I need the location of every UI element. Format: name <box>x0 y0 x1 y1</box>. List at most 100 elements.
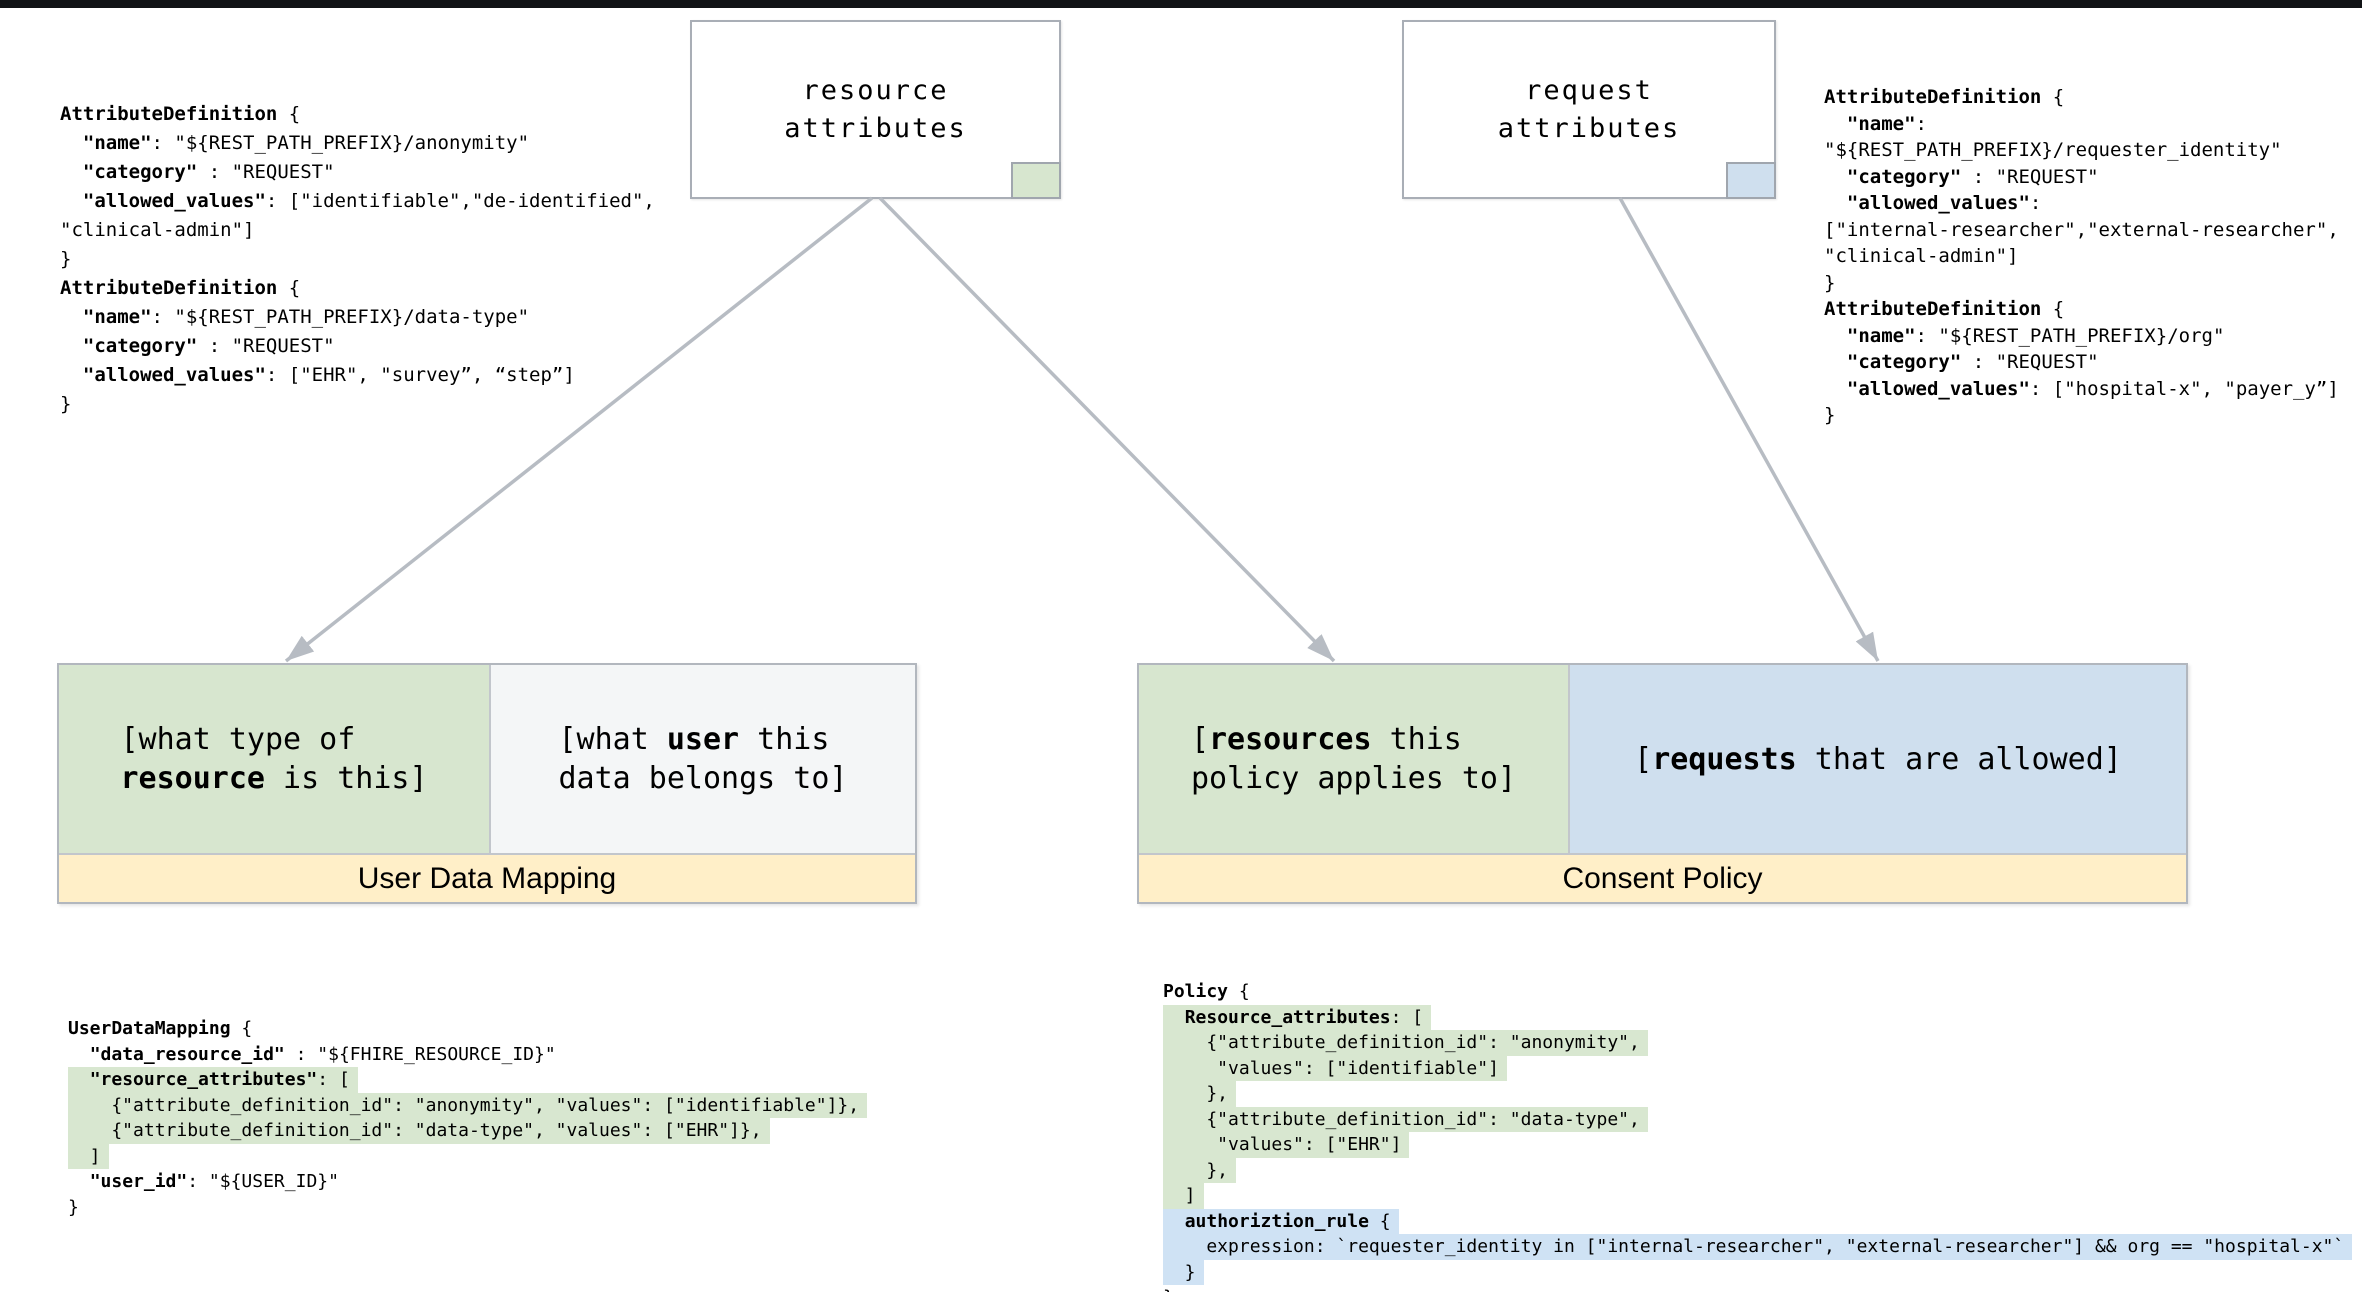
code-line: "${REST_PATH_PREFIX}/requester_identity" <box>1824 137 2339 164</box>
green-highlight: {"attribute_definition_id": "data-type",… <box>68 1118 770 1144</box>
text: ["internal-researcher","external-researc… <box>1824 218 2339 241</box>
text <box>1824 325 1847 347</box>
code-line: "allowed_values": ["identifiable","de-id… <box>60 187 655 216</box>
text <box>60 306 83 328</box>
text: is this] <box>264 761 428 796</box>
code-line: "category" : "REQUEST" <box>1824 164 2339 191</box>
text: : <box>2029 192 2042 214</box>
code-line: }, <box>1163 1157 2352 1183</box>
bold-text: "resource_attributes" <box>89 1069 318 1090</box>
text <box>1163 1211 1185 1232</box>
bold-text: "allowed_values" <box>82 364 266 386</box>
consent-policy-entity: [resources this policy applies to] [requ… <box>1137 663 2188 904</box>
request-attributes-box: request attributes <box>1402 20 1776 199</box>
code-line: "name": "${REST_PATH_PREFIX}/anonymity" <box>60 129 655 158</box>
text <box>1824 351 1847 373</box>
text: "clinical-admin"] <box>1824 245 2019 267</box>
user-data-mapping-cells: [what type of resource is this] [what us… <box>59 665 915 853</box>
text: [what <box>558 722 667 757</box>
bold-text: UserDataMapping <box>68 1018 231 1039</box>
user-data-mapping-title: User Data Mapping <box>59 853 915 902</box>
policy-code: Policy { Resource_attributes: [ {"attrib… <box>1163 979 2353 1292</box>
code-line: "allowed_values": ["EHR", "survey”, “ste… <box>60 361 655 390</box>
code-line: "user_id": "${USER_ID}" <box>68 1169 867 1195</box>
resources-cell-text: [resources this policy applies to] <box>1191 720 1516 798</box>
user-data-mapping-entity: [what type of resource is this] [what us… <box>57 663 917 904</box>
code-line: } <box>1163 1259 2352 1285</box>
green-highlight: }, <box>1163 1157 1237 1183</box>
text: ] <box>68 1145 101 1167</box>
code-line: Policy { <box>1163 979 2352 1005</box>
text: : [ <box>317 1069 350 1090</box>
green-highlight: "resource_attributes": [ <box>68 1067 358 1093</box>
code-line: AttributeDefinition { <box>60 274 655 303</box>
bold-text: "name" <box>1846 324 1916 347</box>
text <box>60 190 83 212</box>
text: { <box>277 103 301 125</box>
code-line: } <box>60 245 655 274</box>
resource-type-cell: [what type of resource is this] <box>59 665 489 853</box>
code-line: AttributeDefinition { <box>60 100 655 129</box>
bold-text: "name" <box>1846 112 1916 135</box>
resource-attributes-box: resource attributes <box>690 20 1061 199</box>
text: : "REQUEST" <box>1961 165 2099 188</box>
text: { <box>230 1018 253 1039</box>
blue-highlight: authoriztion_rule { <box>1163 1208 1399 1234</box>
text <box>1824 378 1847 400</box>
code-line: "category" : "REQUEST" <box>60 158 655 187</box>
bold-text: authoriztion_rule <box>1184 1210 1369 1232</box>
code-line: "category" : "REQUEST" <box>60 332 655 361</box>
text: : ["identifiable","de-identified", <box>265 190 655 212</box>
text <box>60 364 83 386</box>
text <box>60 161 83 183</box>
attribute-definitions-right-code: AttributeDefinition { "name":"${REST_PAT… <box>1824 84 2339 429</box>
code-line: "clinical-admin"] <box>1824 243 2339 270</box>
text: {"attribute_definition_id": "anonymity", <box>1163 1032 1640 1053</box>
text: {"attribute_definition_id": "data-type",… <box>68 1120 762 1141</box>
green-highlight: ] <box>1163 1183 1204 1209</box>
text <box>68 1171 90 1192</box>
text: "clinical-admin"] <box>60 219 255 241</box>
blue-highlight: expression: `requester_identity in ["int… <box>1163 1234 2353 1260</box>
text <box>1824 166 1847 188</box>
bold-text: Resource_attributes <box>1184 1006 1391 1028</box>
code-line: "name": <box>1824 111 2339 138</box>
text: : <box>1915 112 1927 135</box>
code-line: "name": "${REST_PATH_PREFIX}/org" <box>1824 323 2339 350</box>
bold-text: "category" <box>82 161 198 183</box>
text: : "REQUEST" <box>197 335 335 357</box>
attribute-definitions-left-code: AttributeDefinition { "name": "${REST_PA… <box>60 100 655 419</box>
bold-text: "allowed_values" <box>1846 192 2030 214</box>
bold-text: "category" <box>82 335 198 357</box>
code-line: } <box>1824 270 2339 297</box>
code-line: expression: `requester_identity in ["int… <box>1163 1234 2353 1260</box>
code-line: } <box>60 390 655 419</box>
requests-cell: [requests that are allowed] <box>1568 665 2186 853</box>
consent-policy-cells: [resources this policy applies to] [requ… <box>1139 665 2186 853</box>
green-legend-chip <box>1011 162 1061 199</box>
text: : [ <box>1390 1006 1424 1028</box>
green-highlight: {"attribute_definition_id": "anonymity", <box>1163 1030 1648 1056</box>
request-attributes-label: request attributes <box>1497 74 1681 144</box>
text: expression: `requester_identity in ["int… <box>1163 1236 2345 1257</box>
text: : "REQUEST" <box>1961 351 2099 373</box>
text: : ["hospital-x", "payer_y”] <box>2029 377 2339 400</box>
text: [ <box>1190 722 1209 757</box>
text: } <box>1163 1261 1196 1283</box>
bold-text: "name" <box>82 306 152 328</box>
green-highlight: {"attribute_definition_id": "data-type", <box>1163 1106 1648 1132</box>
user-cell-text: [what user this data belongs to] <box>559 720 848 798</box>
text: [ <box>1634 741 1653 777</box>
green-highlight: Resource_attributes: [ <box>1163 1004 1432 1030</box>
requests-cell-text: [requests that are allowed] <box>1634 740 2122 779</box>
blue-highlight: } <box>1163 1259 1204 1285</box>
code-line: "values": ["EHR"] <box>1163 1132 2352 1158</box>
text <box>60 132 83 154</box>
text: } <box>60 393 72 415</box>
text <box>68 1044 90 1065</box>
text: : "${FHIRE_RESOURCE_ID}" <box>284 1043 556 1065</box>
green-highlight: ] <box>68 1143 109 1169</box>
bold-text: resource <box>120 761 265 796</box>
text: {"attribute_definition_id": "data-type", <box>1163 1108 1640 1130</box>
